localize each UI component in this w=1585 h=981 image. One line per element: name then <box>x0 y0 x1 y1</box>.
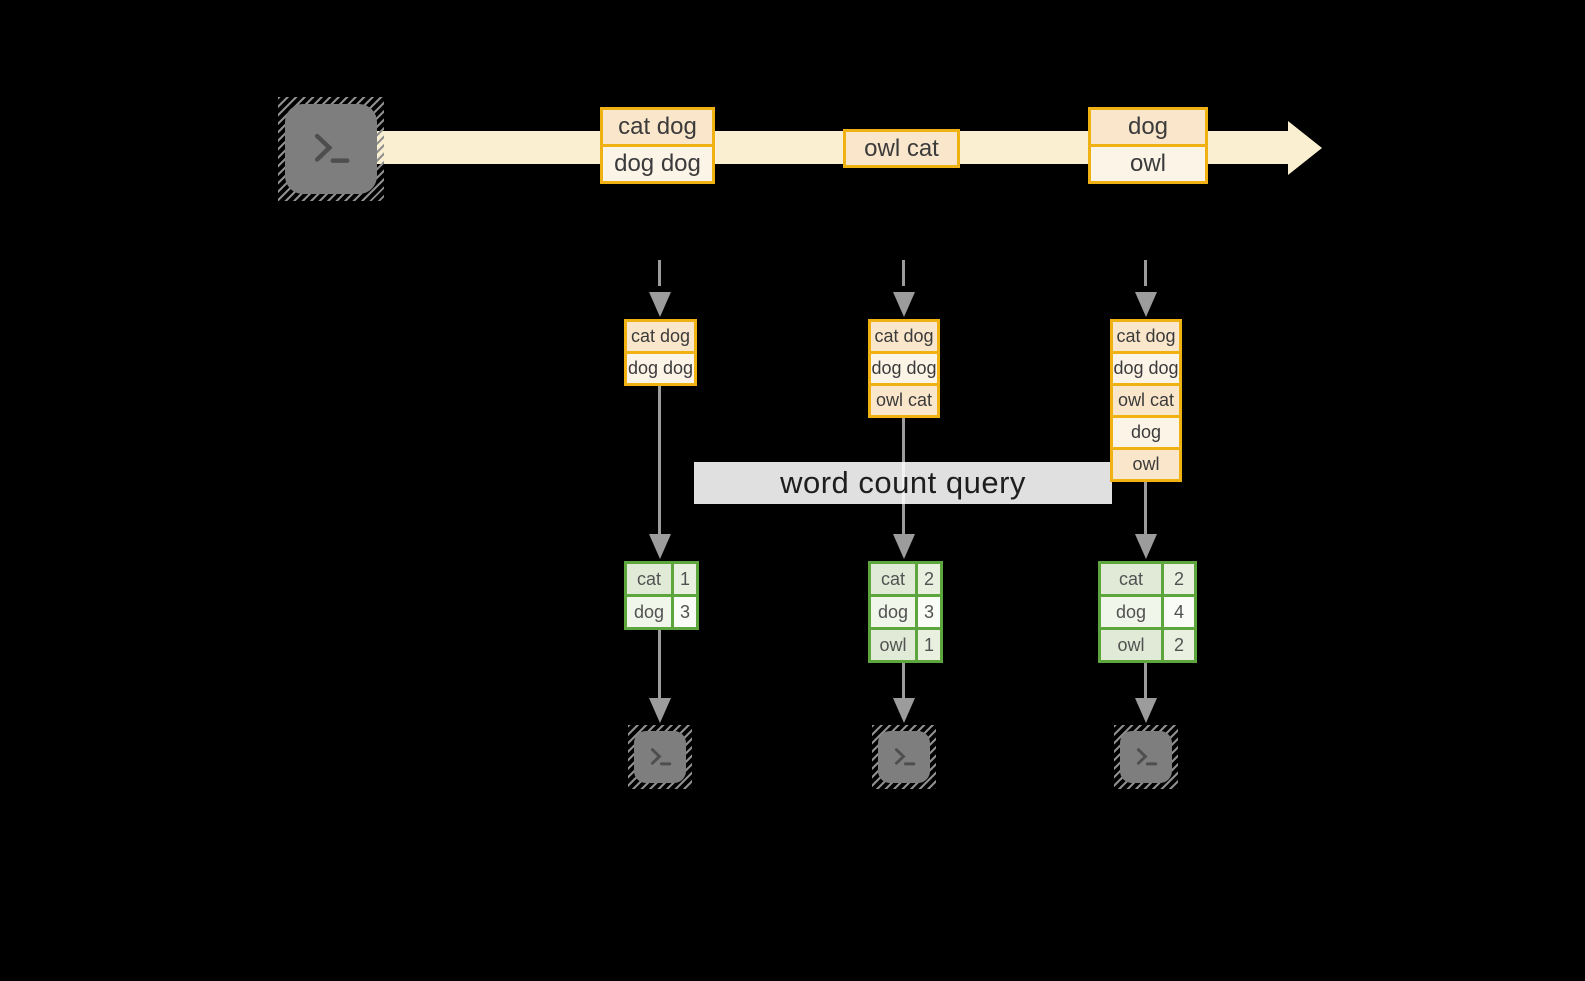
count-value: 3 <box>918 597 940 627</box>
batch-record: dog dog <box>1113 354 1179 383</box>
arrow-down <box>1144 482 1147 536</box>
stream-record-group-1: cat dog dog dog <box>600 107 715 184</box>
arrow-down <box>658 630 661 700</box>
stream-record-group-3: dog owl <box>1088 107 1208 184</box>
count-word: owl <box>1101 630 1161 660</box>
arrow-head-icon <box>649 292 671 317</box>
count-value: 2 <box>1164 564 1194 594</box>
batch-record: cat dog <box>627 322 694 351</box>
terminal-prompt-icon <box>878 731 930 783</box>
query-label: word count query <box>780 465 1026 500</box>
count-value: 1 <box>918 630 940 660</box>
stream-record: dog dog <box>603 147 712 181</box>
count-word: cat <box>627 564 671 594</box>
count-value: 3 <box>674 597 696 627</box>
query-band: word count query <box>694 462 1112 504</box>
arrow-head-icon <box>1135 698 1157 723</box>
count-word: dog <box>627 597 671 627</box>
count-value: 2 <box>1164 630 1194 660</box>
count-word: dog <box>1101 597 1161 627</box>
batch-record: dog dog <box>871 354 937 383</box>
arrow-head-icon <box>649 534 671 559</box>
stream-record-group-2: owl cat <box>843 129 960 168</box>
batch-record: owl cat <box>871 386 937 415</box>
sink-terminal-1 <box>628 725 692 789</box>
count-word: cat <box>1101 564 1161 594</box>
terminal-prompt-icon <box>1120 731 1172 783</box>
count-table-1: cat 1 dog 3 <box>624 561 699 630</box>
count-table-2: cat 2 dog 3 owl 1 <box>868 561 943 663</box>
batch-record: dog <box>1113 418 1179 447</box>
stream-record: dog <box>1091 110 1205 144</box>
batch-box-2: cat dog dog dog owl cat <box>868 319 940 418</box>
stream-arrow-head-icon <box>1288 121 1322 175</box>
batch-record: cat dog <box>871 322 937 351</box>
sink-terminal-2 <box>872 725 936 789</box>
source-terminal <box>278 97 384 201</box>
arrow-head-icon <box>893 534 915 559</box>
terminal-prompt-icon <box>634 731 686 783</box>
count-word: owl <box>871 630 915 660</box>
dashed-arrow-down <box>658 260 661 286</box>
stream-record: cat dog <box>603 110 712 144</box>
dashed-arrow-down <box>1144 260 1147 286</box>
sink-terminal-3 <box>1114 725 1178 789</box>
arrow-head-icon <box>893 698 915 723</box>
arrow-head-icon <box>1135 292 1157 317</box>
count-table-3: cat 2 dog 4 owl 2 <box>1098 561 1197 663</box>
arrow-down <box>1144 663 1147 700</box>
batch-record: owl <box>1113 450 1179 479</box>
batch-record: dog dog <box>627 354 694 383</box>
batch-box-3: cat dog dog dog owl cat dog owl <box>1110 319 1182 482</box>
stream-record: owl cat <box>846 132 957 165</box>
count-value: 4 <box>1164 597 1194 627</box>
terminal-prompt-icon <box>285 104 377 194</box>
count-word: cat <box>871 564 915 594</box>
arrow-down <box>658 386 661 536</box>
arrow-head-icon <box>893 292 915 317</box>
arrow-down <box>902 663 905 700</box>
count-word: dog <box>871 597 915 627</box>
stream-record: owl <box>1091 147 1205 181</box>
count-value: 2 <box>918 564 940 594</box>
batch-record: owl cat <box>1113 386 1179 415</box>
batch-box-1: cat dog dog dog <box>624 319 697 386</box>
arrow-head-icon <box>649 698 671 723</box>
dashed-arrow-down <box>902 260 905 286</box>
batch-record: cat dog <box>1113 322 1179 351</box>
arrow-head-icon <box>1135 534 1157 559</box>
count-value: 1 <box>674 564 696 594</box>
